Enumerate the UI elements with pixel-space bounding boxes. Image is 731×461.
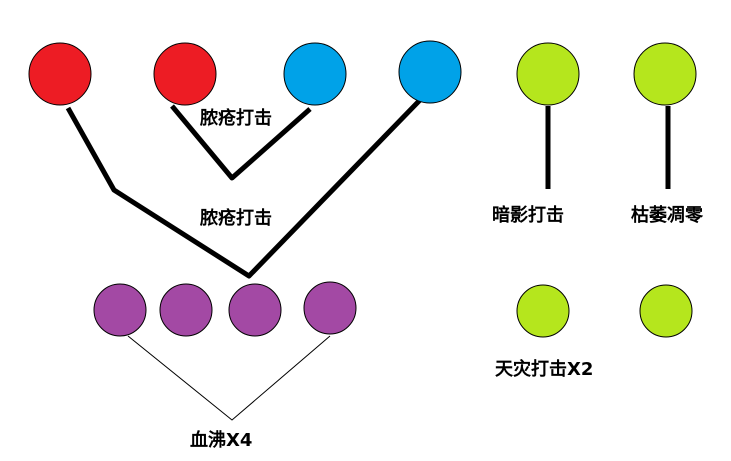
bottom-row-runes <box>93 281 693 338</box>
label-blood-boil: 血沸X4 <box>190 429 252 451</box>
green-rune-4 <box>639 284 693 338</box>
blue-rune-1 <box>283 42 347 106</box>
purple-rune-4 <box>303 281 357 335</box>
red-rune-1 <box>28 42 92 106</box>
label-scourge-strike: 天灾打击X2 <box>495 358 593 380</box>
purple-rune-3 <box>228 283 282 337</box>
purple-rune-2 <box>159 283 213 337</box>
line-festering-strike-outer <box>65 98 422 279</box>
label-festering-strike-2: 脓疮打击 <box>199 207 272 229</box>
line-blood-boil <box>127 335 331 421</box>
label-festering-strike-1: 脓疮打击 <box>199 107 272 129</box>
green-rune-2 <box>633 42 697 106</box>
label-shadow-strike: 暗影打击 <box>492 204 564 226</box>
connector-lines <box>65 98 671 421</box>
top-row-runes <box>28 40 697 106</box>
label-wither: 枯萎凋零 <box>631 204 704 226</box>
green-rune-3 <box>516 284 570 338</box>
ability-labels: 脓疮打击 脓疮打击 暗影打击 枯萎凋零 天灾打击X2 血沸X4 <box>190 107 704 451</box>
red-rune-2 <box>153 42 217 106</box>
blue-rune-2 <box>398 40 462 104</box>
purple-rune-1 <box>93 283 147 337</box>
green-rune-1 <box>516 42 580 106</box>
line-festering-strike-inner <box>170 104 312 181</box>
